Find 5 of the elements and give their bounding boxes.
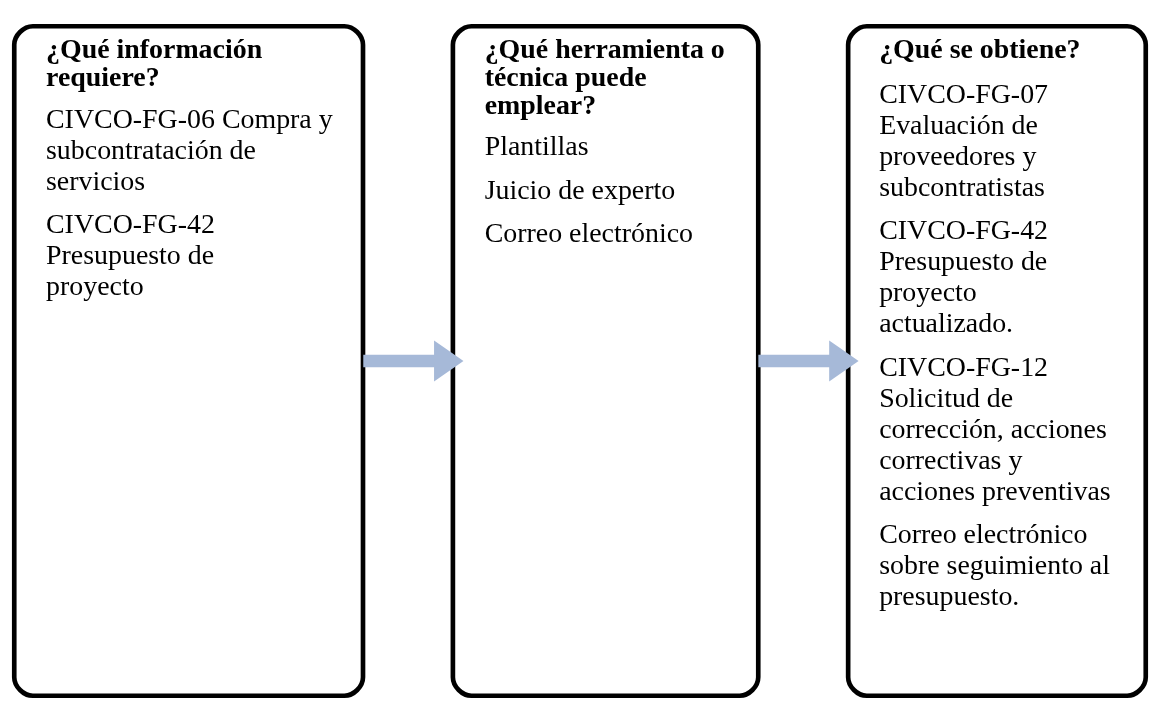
arrow — [363, 339, 464, 382]
arrow — [758, 339, 859, 382]
node-box: ¿Qué información requiere? CIVCO-FG-06 Compra y subcontratación de servicios CIVCO-FG-42 Presupuesto de proyecto — [11, 23, 366, 698]
node-box: ¿Qué herramienta o técnica puede emplear? Plantillas Juicio de experto Correo electrónico — [450, 23, 761, 698]
node-box: ¿Qué se obtiene? CIVCO-FG-07 Evaluación de proveedores y subcontratistas CIVCO-FG-42 Presupuesto de proyecto actualizado. CIVCO-FG-12 Solicitud de corrección, acciones correctivas y acciones preventivas Correo electrónico sobre seguimiento al presupuesto. — [845, 23, 1149, 698]
